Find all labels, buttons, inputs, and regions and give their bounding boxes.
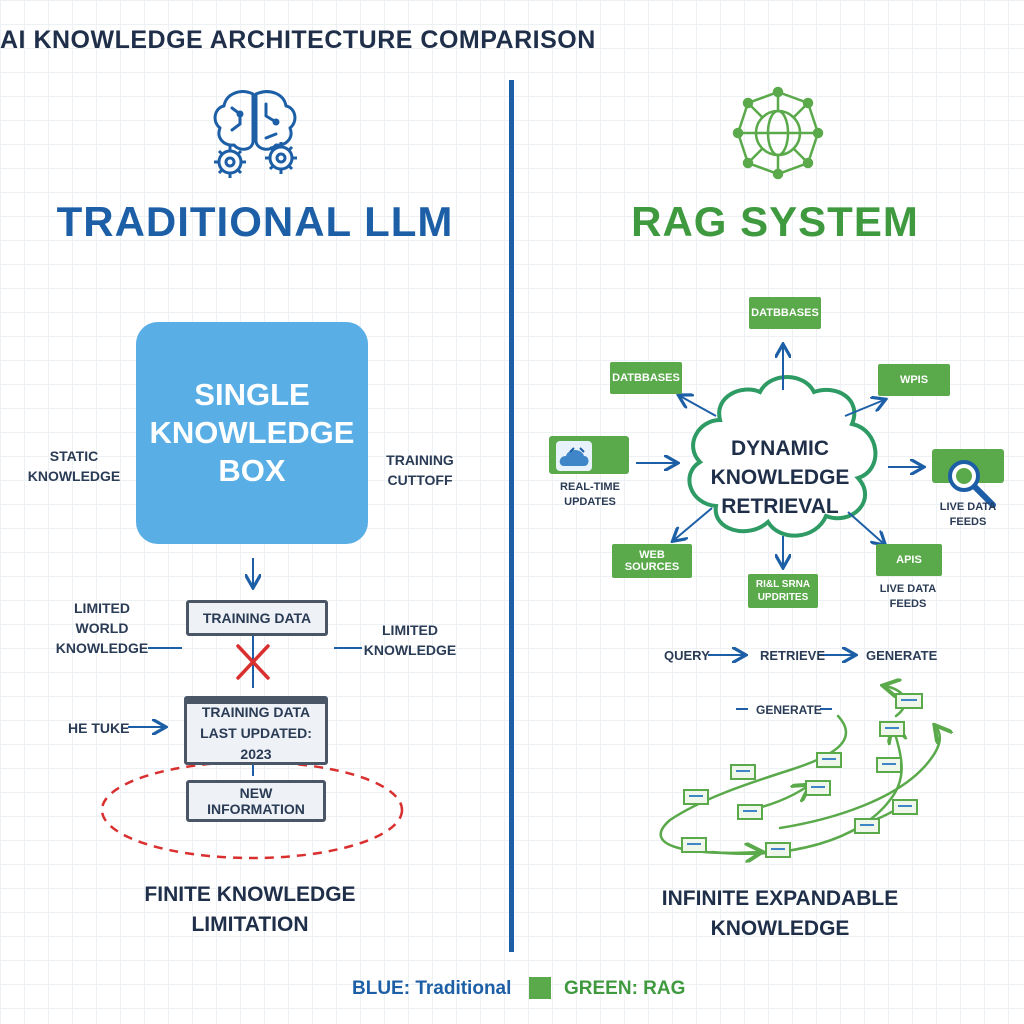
wpis-box: WPIS bbox=[878, 364, 950, 396]
legend-green-label: GREEN: RAG bbox=[564, 978, 686, 999]
training-data-label: TRAINING DATA bbox=[202, 610, 312, 626]
apis-box: APIS bbox=[876, 544, 942, 576]
apis-label: APIS bbox=[896, 554, 922, 566]
blocked-x-icon bbox=[236, 644, 270, 680]
flow-query: QUERY bbox=[664, 648, 710, 663]
magnifier-icon bbox=[932, 449, 1004, 508]
infinite-knowledge-caption: INFINITE EXPANDABLE KNOWLEDGE bbox=[661, 887, 899, 940]
training-data-updated-label: TRAINING DATA LAST UPDATED: 2023 bbox=[200, 703, 312, 762]
flow-generate: GENERATE bbox=[866, 648, 938, 663]
generate-loop-label: GENERATE bbox=[756, 703, 822, 717]
legend-green-swatch bbox=[529, 977, 551, 999]
live-data-feeds-bottom-label: LIVE DATA FEEDS bbox=[879, 583, 937, 610]
column-divider bbox=[509, 80, 514, 952]
real-time-updates-label: REAL-TIME UPDATES bbox=[560, 481, 620, 508]
rial-srna-label: RI&L SRNA UPDRITES bbox=[755, 579, 811, 603]
live-data-feeds-top-label: LIVE DATA FEEDS bbox=[939, 501, 997, 528]
single-knowledge-box: SINGLE KNOWLEDGE BOX bbox=[136, 322, 368, 544]
web-sources-box: WEB SOURCES bbox=[612, 544, 692, 578]
limited-knowledge-label: LIMITED KNOWLEDGE bbox=[363, 622, 457, 658]
dynamic-retrieval-label: DYNAMIC KNOWLEDGE RETRIEVAL bbox=[710, 437, 850, 518]
databases-top-box: DATBBASES bbox=[749, 297, 821, 329]
databases-top-label: DATBBASES bbox=[751, 307, 819, 319]
static-knowledge-label: STATIC KNOWLEDGE bbox=[27, 448, 121, 484]
traditional-llm-heading: TRADITIONAL LLM bbox=[56, 198, 454, 245]
he-tuke-label: HE TUKE bbox=[68, 720, 130, 736]
swirl-nodes bbox=[681, 693, 923, 858]
rag-system-heading: RAG SYSTEM bbox=[631, 198, 919, 245]
page-title: AI KNOWLEDGE ARCHITECTURE COMPARISON bbox=[0, 26, 596, 54]
limited-world-knowledge-label: LIMITED WORLD KNOWLEDGE bbox=[55, 600, 149, 656]
flow-retrieve: RETRIEVE bbox=[760, 648, 826, 663]
rial-srna-box: RI&L SRNA UPDRITES bbox=[748, 574, 818, 608]
cloud-shape bbox=[687, 375, 878, 538]
training-data-box: TRAINING DATA bbox=[186, 600, 328, 636]
databases-left-label: DATBBASES bbox=[612, 372, 680, 384]
brain-icon bbox=[213, 90, 297, 151]
wpis-label: WPIS bbox=[899, 374, 929, 386]
training-cutoff-label: TRAINING CUTTOFF bbox=[386, 452, 454, 488]
new-information-box: NEW INFORMATION bbox=[186, 780, 326, 822]
finite-knowledge-caption: FINITE KNOWLEDGE LIMITATION bbox=[144, 883, 356, 936]
web-sources-label: WEB SOURCES bbox=[624, 549, 680, 573]
knowledge-box-label: SINGLE KNOWLEDGE BOX bbox=[149, 377, 355, 488]
new-information-label: NEW INFORMATION bbox=[207, 785, 305, 817]
cloud-icon bbox=[549, 436, 629, 474]
network-globe-icon bbox=[732, 86, 824, 180]
gear-icon bbox=[214, 142, 297, 178]
training-data-updated-box: TRAINING DATA LAST UPDATED: 2023 bbox=[184, 696, 328, 765]
databases-left-box: DATBBASES bbox=[610, 362, 682, 394]
legend-blue-label: BLUE: Traditional bbox=[352, 978, 512, 999]
